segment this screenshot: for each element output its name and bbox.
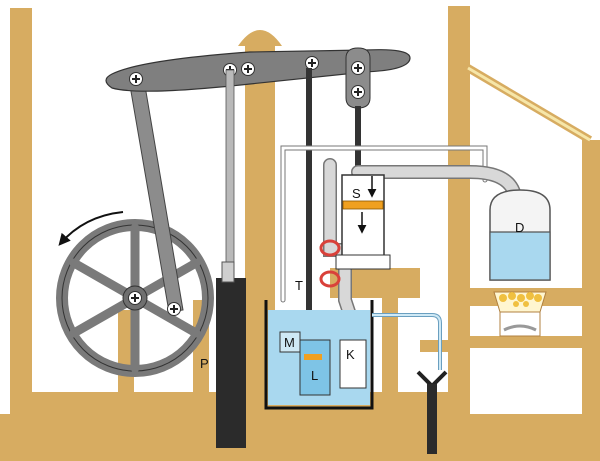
boiler-house-wall (582, 140, 600, 420)
base-beam (0, 414, 600, 461)
piston-rod (355, 106, 361, 206)
pivot-cap (238, 30, 282, 46)
hub-screw-icon (127, 290, 143, 306)
air-pump-rod (306, 68, 312, 398)
label-t: T (295, 278, 303, 293)
flywheel (56, 211, 214, 377)
rotation-arrow-icon (58, 211, 124, 246)
piston-head (342, 200, 384, 210)
furnace-floor (470, 336, 582, 348)
boiler-water (489, 231, 551, 281)
beam-screw-icon (128, 71, 144, 87)
link-screw-icon (350, 60, 366, 76)
label-m: M (284, 335, 295, 350)
crank-screw-icon (166, 301, 182, 317)
valves (319, 239, 341, 288)
label-k: K (346, 347, 355, 362)
air-pump-piston (304, 354, 322, 360)
left-post (10, 8, 32, 418)
cylinder-base (335, 254, 391, 270)
ash (503, 324, 537, 332)
furnace (493, 291, 547, 337)
label-l: L (311, 368, 318, 383)
link-screw-icon (350, 84, 366, 100)
label-p: P (200, 356, 209, 371)
hot-well-l (299, 339, 331, 396)
post-a (118, 310, 134, 400)
label-d: D (515, 220, 524, 235)
pump-barrel-p (216, 278, 246, 448)
roof-beam-highlight (467, 66, 591, 142)
rocking-beam (105, 49, 411, 92)
pump-rod-head (221, 261, 235, 283)
beam-screw-icon (304, 55, 320, 71)
fire-coals (499, 292, 542, 307)
ash-pit (499, 311, 541, 337)
post-c (382, 296, 398, 400)
lower-valve (319, 270, 341, 288)
right-post (448, 6, 470, 416)
label-s: S (352, 186, 361, 201)
boiler: D (489, 189, 551, 281)
inlet-funnel (416, 370, 448, 389)
inlet-post (427, 384, 437, 454)
beam-screw-icon (240, 61, 256, 77)
cold-water-pipe-inner (372, 314, 441, 370)
pump-bracket (420, 340, 448, 352)
condenser-tank: T M L K (264, 278, 374, 410)
condenser-k (339, 339, 367, 389)
pump-rod (225, 69, 235, 281)
upper-valve (319, 239, 341, 257)
cylinder: S (335, 174, 391, 270)
